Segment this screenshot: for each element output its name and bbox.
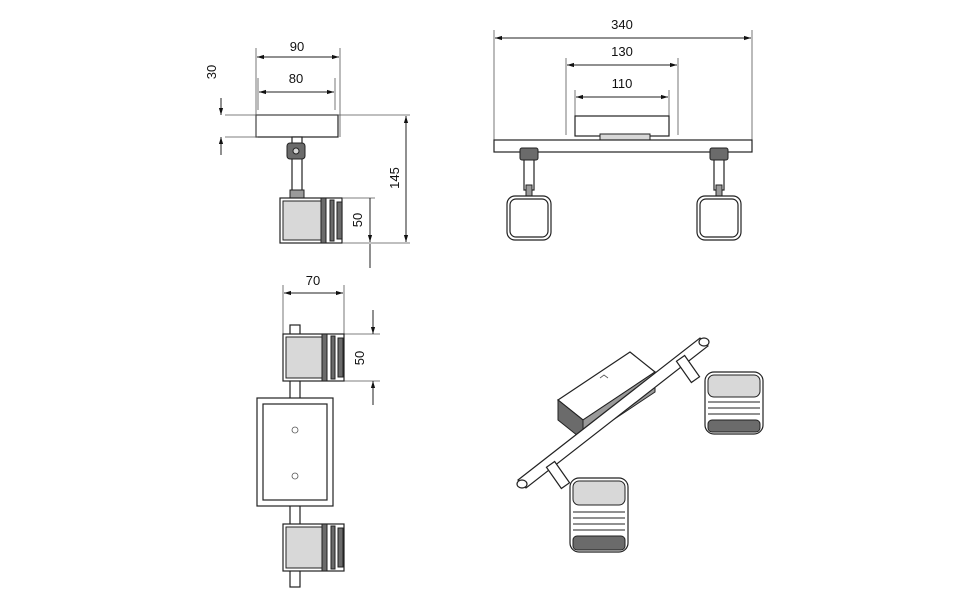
dim-label-90: 90 — [290, 39, 304, 54]
side-view: 90 80 30 145 50 — [204, 39, 410, 268]
dim-label-145: 145 — [387, 167, 402, 189]
top-spot-upper — [282, 333, 345, 382]
isometric-view — [516, 337, 764, 553]
top-view: 70 50 — [256, 273, 380, 588]
dim-label-50-top: 50 — [352, 351, 367, 365]
top-ceiling-plate — [256, 397, 334, 507]
dim-label-110: 110 — [612, 76, 633, 91]
dim-label-70: 70 — [306, 273, 320, 288]
front-mount-bar — [493, 139, 753, 153]
front-ceiling-plate — [574, 115, 670, 137]
top-spot-lower — [282, 523, 345, 572]
dim-label-80: 80 — [289, 71, 303, 86]
iso-spot-upper — [675, 354, 764, 435]
dim-label-30: 30 — [204, 65, 219, 79]
dim-label-340: 340 — [611, 17, 633, 32]
iso-spot-lower — [545, 460, 629, 553]
dim-label-130: 130 — [611, 44, 633, 59]
front-view: 340 130 110 — [493, 17, 753, 241]
dim-label-50-side: 50 — [350, 213, 365, 227]
side-ceiling-plate — [255, 114, 339, 138]
